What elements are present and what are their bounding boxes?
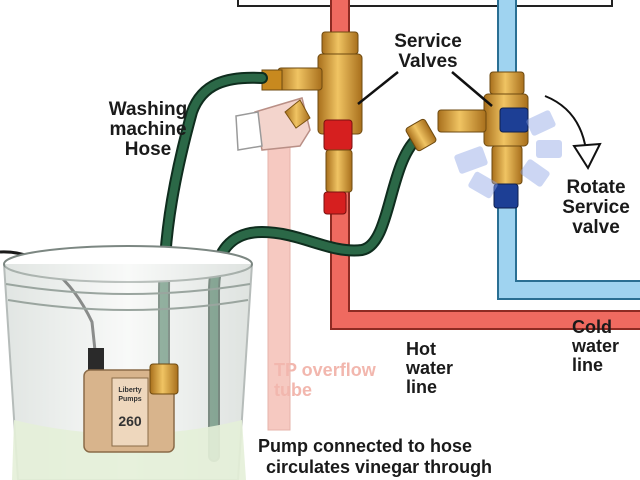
tp-valve [235, 97, 311, 151]
caption: Pump connected to hose circulates vinega… [258, 436, 548, 478]
label-washing-line-1: Washing [108, 99, 188, 120]
label-cold-line-3: line [572, 355, 604, 375]
label-rotate-line-2: Service [562, 197, 630, 218]
label-tp-line-1: TP overflow [274, 360, 376, 380]
label-service-valves: Service Valves [380, 32, 476, 72]
label-hot-line-2: water [406, 358, 454, 378]
leader-cold-valve [451, 71, 493, 107]
pump-label-brand-2: Pumps [118, 396, 141, 403]
label-washing-line-2: machine [109, 119, 187, 140]
submersible-pump [83, 348, 179, 453]
label-rotate-line-3: valve [572, 217, 620, 238]
pump-label-model: 260 [118, 413, 142, 429]
label-cold-line-1: Cold [572, 317, 612, 337]
caption-line-1: Pump connected to hose [258, 436, 473, 456]
label-hot-line-3: line [406, 377, 438, 397]
label-service-line-2: Valves [398, 51, 458, 72]
label-washing-machine-hose: Washing machine Hose [98, 100, 198, 160]
water-heater-bottom [237, 0, 613, 7]
label-cold-line-2: water [572, 336, 620, 356]
leader-hot-valve [357, 71, 399, 105]
cold-service-valve [437, 71, 562, 209]
pump-label-brand: Liberty [118, 387, 141, 394]
label-service-line-1: Service [394, 31, 462, 52]
caption-line-2: circulates vinegar through [266, 457, 493, 477]
label-cold-water-line: Cold water line [572, 318, 638, 375]
hot-service-valve [261, 31, 363, 215]
label-rotate-line-1: Rotate [566, 177, 626, 198]
label-washing-line-3: Hose [124, 139, 172, 160]
label-tp-overflow-tube: TP overflow tube [274, 360, 404, 400]
label-hot-water-line: Hot water line [406, 340, 476, 397]
rotate-arrow [544, 95, 602, 171]
label-hot-line-1: Hot [406, 339, 436, 359]
label-rotate-service-valve: Rotate Service valve [554, 178, 638, 238]
label-tp-line-2: tube [274, 380, 312, 400]
